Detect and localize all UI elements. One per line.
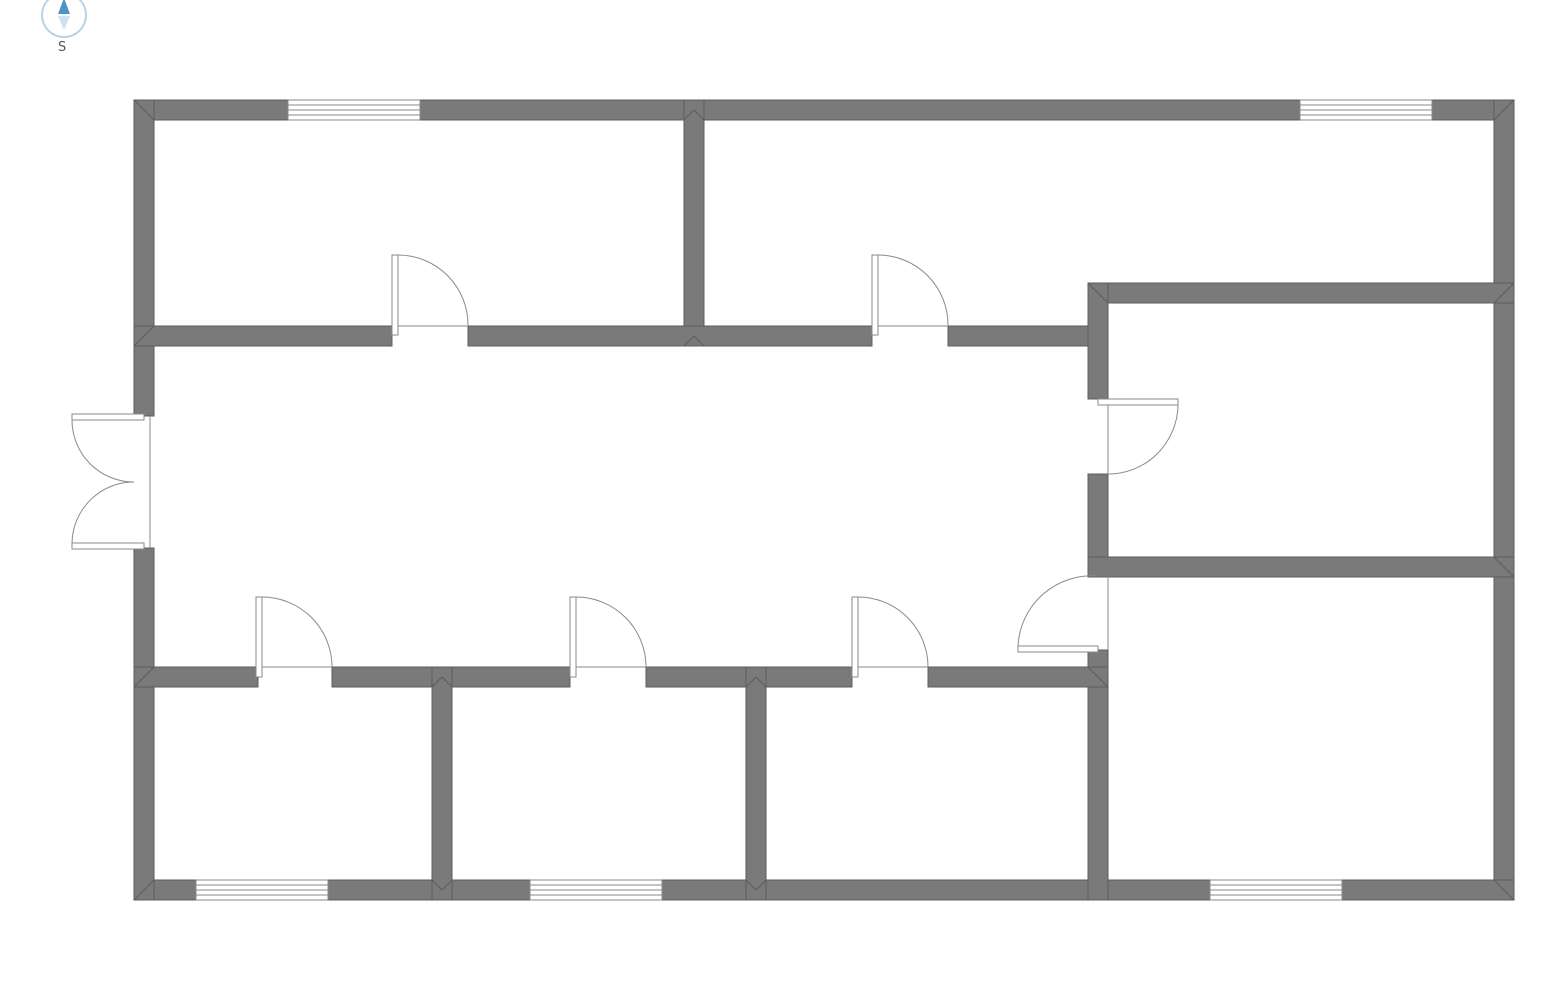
windows (195, 99, 1433, 901)
wall-south-outer-d (1341, 879, 1515, 901)
door-south-room-2 (569, 596, 647, 678)
wall-south-divider-2 (745, 666, 767, 901)
door-south-room-3 (851, 596, 929, 678)
door-south-room-1 (255, 596, 333, 678)
wall-joints (133, 99, 1515, 901)
window-south-1 (195, 879, 329, 901)
wall-west-outer-b (133, 547, 155, 901)
wall-north-outer-b (419, 99, 1301, 121)
wall-north-rooms-divider (683, 99, 705, 347)
doors (71, 254, 1179, 678)
wall-corridor-south-a (133, 666, 259, 688)
compass-arrow-icon (58, 0, 70, 14)
wall-east-block-top (1087, 282, 1515, 304)
wall-south-outer-b (327, 879, 531, 901)
door-east-south-room (1017, 575, 1109, 653)
compass-arrow-tail-icon (58, 16, 70, 30)
wall-north-outer-a (133, 99, 289, 121)
window-north-2 (1299, 99, 1433, 121)
wall-corridor-north-b (467, 325, 873, 347)
door-north-west-room (391, 254, 469, 336)
window-north-1 (287, 99, 421, 121)
wall-corridor-north-a (133, 325, 393, 347)
window-south-2 (529, 879, 663, 901)
wall-south-outer-c (661, 879, 1211, 901)
wall-south-divider-1 (431, 666, 453, 901)
compass-ring (41, 0, 87, 38)
walls (133, 99, 1515, 901)
door-north-east-room (871, 254, 949, 336)
wall-west-outer-a (133, 99, 155, 417)
compass-label: S (58, 40, 66, 55)
wall-corridor-north-c (947, 325, 1109, 347)
compass: S (41, 0, 87, 55)
wall-corridor-south-d (927, 666, 1109, 688)
wall-east-block-middle (1087, 556, 1515, 578)
window-south-3 (1209, 879, 1343, 901)
entrance-double-door (71, 413, 151, 550)
wall-east-outer (1493, 99, 1515, 901)
door-east-middle-room (1097, 398, 1179, 475)
